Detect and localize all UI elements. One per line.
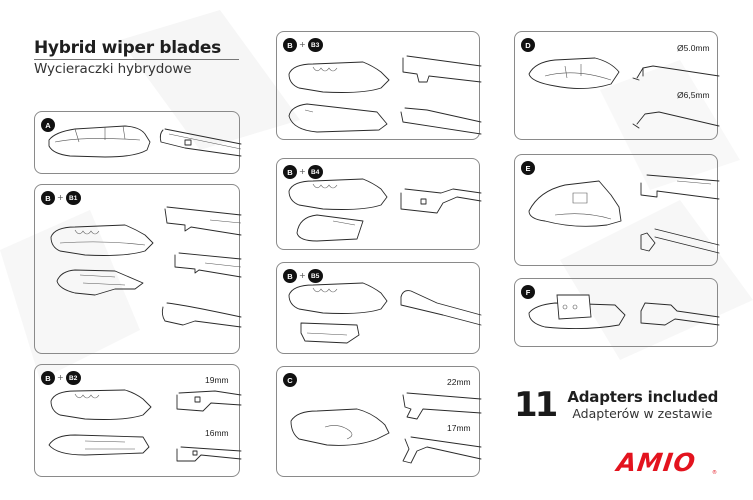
badge-b: B (41, 371, 55, 385)
panel-adapter-f: F (514, 278, 720, 347)
badge-b1: B1 (65, 191, 81, 205)
adapter-b-b3-drawing (288, 55, 482, 135)
badge-group: B + B1 (41, 191, 81, 205)
adapter-d-drawing (528, 57, 720, 129)
badge-group: B + B2 (41, 371, 81, 385)
adapters-subtitle: Adapterów w zestawie (572, 406, 713, 421)
title-divider (34, 59, 239, 60)
panel-adapter-d: D Ø5.0mm Ø6,5mm (514, 31, 720, 140)
badge-b: B (283, 38, 297, 52)
badge-b3: B3 (307, 38, 323, 52)
page-title: Hybrid wiper blades (34, 38, 221, 58)
panel-adapter-b-b5: B + B5 (276, 262, 482, 354)
panel-adapter-e: E (514, 154, 720, 266)
plus-separator: + (299, 167, 306, 176)
badge-b4: B4 (307, 165, 323, 179)
adapter-f-drawing (528, 294, 720, 330)
badge-b: B (41, 191, 55, 205)
adapter-b-b5-drawing (288, 282, 482, 344)
plus-separator: + (299, 271, 306, 280)
panel-adapter-b-b2: B + B2 19mm 16mm (34, 364, 242, 477)
badge-f: F (521, 285, 535, 299)
adapters-text: Adapters included Adapterów w zestawie (567, 388, 719, 422)
badge-group: A (41, 118, 55, 132)
amio-logo: AMIO (615, 448, 698, 477)
badge-b: B (283, 165, 297, 179)
badge-b2: B2 (65, 371, 81, 385)
adapters-count: 11 (514, 385, 558, 425)
size-label-16mm: 16mm (205, 428, 229, 438)
adapter-b-b2-drawing (48, 389, 242, 462)
registered-mark: ® (712, 470, 717, 476)
adapter-c-drawing (290, 392, 482, 464)
badge-group: B + B5 (283, 269, 323, 283)
title-block: Hybrid wiper blades Wycieraczki hybrydow… (34, 38, 239, 78)
size-label-17mm: 17mm (447, 423, 471, 433)
panel-adapter-b-b4: B + B4 (276, 158, 482, 250)
badge-group: B + B4 (283, 165, 323, 179)
plus-separator: + (299, 40, 306, 49)
plus-separator: + (57, 193, 64, 202)
page-subtitle: Wycieraczki hybrydowe (34, 61, 192, 77)
badge-group: B + B3 (283, 38, 323, 52)
adapter-b-b4-drawing (288, 178, 482, 242)
adapter-a-drawing (48, 125, 242, 158)
badge-group: C (283, 373, 297, 387)
badge-d: D (521, 38, 535, 52)
badge-group: F (521, 285, 535, 299)
adapters-included-block: 11 Adapters included Adapterów w zestawi… (514, 388, 718, 422)
diameter-label-6-5mm: Ø6,5mm (677, 90, 710, 100)
panel-adapter-b-b1: B + B1 (34, 184, 242, 354)
panel-adapter-a: A (34, 111, 242, 174)
badge-b: B (283, 269, 297, 283)
size-label-19mm: 19mm (205, 375, 229, 385)
adapter-b-b1-drawing (50, 206, 242, 328)
badge-group: E (521, 161, 535, 175)
adapter-e-drawing (528, 174, 720, 254)
size-label-22mm: 22mm (447, 377, 471, 387)
panel-adapter-c: C 22mm 17mm (276, 366, 482, 477)
badge-group: D (521, 38, 535, 52)
badge-b5: B5 (307, 269, 323, 283)
badge-e: E (521, 161, 535, 175)
plus-separator: + (57, 373, 64, 382)
badge-a: A (41, 118, 55, 132)
panel-adapter-b-b3: B + B3 (276, 31, 482, 140)
diameter-label-5mm: Ø5.0mm (677, 43, 710, 53)
adapters-title: Adapters included (567, 388, 719, 406)
badge-c: C (283, 373, 297, 387)
